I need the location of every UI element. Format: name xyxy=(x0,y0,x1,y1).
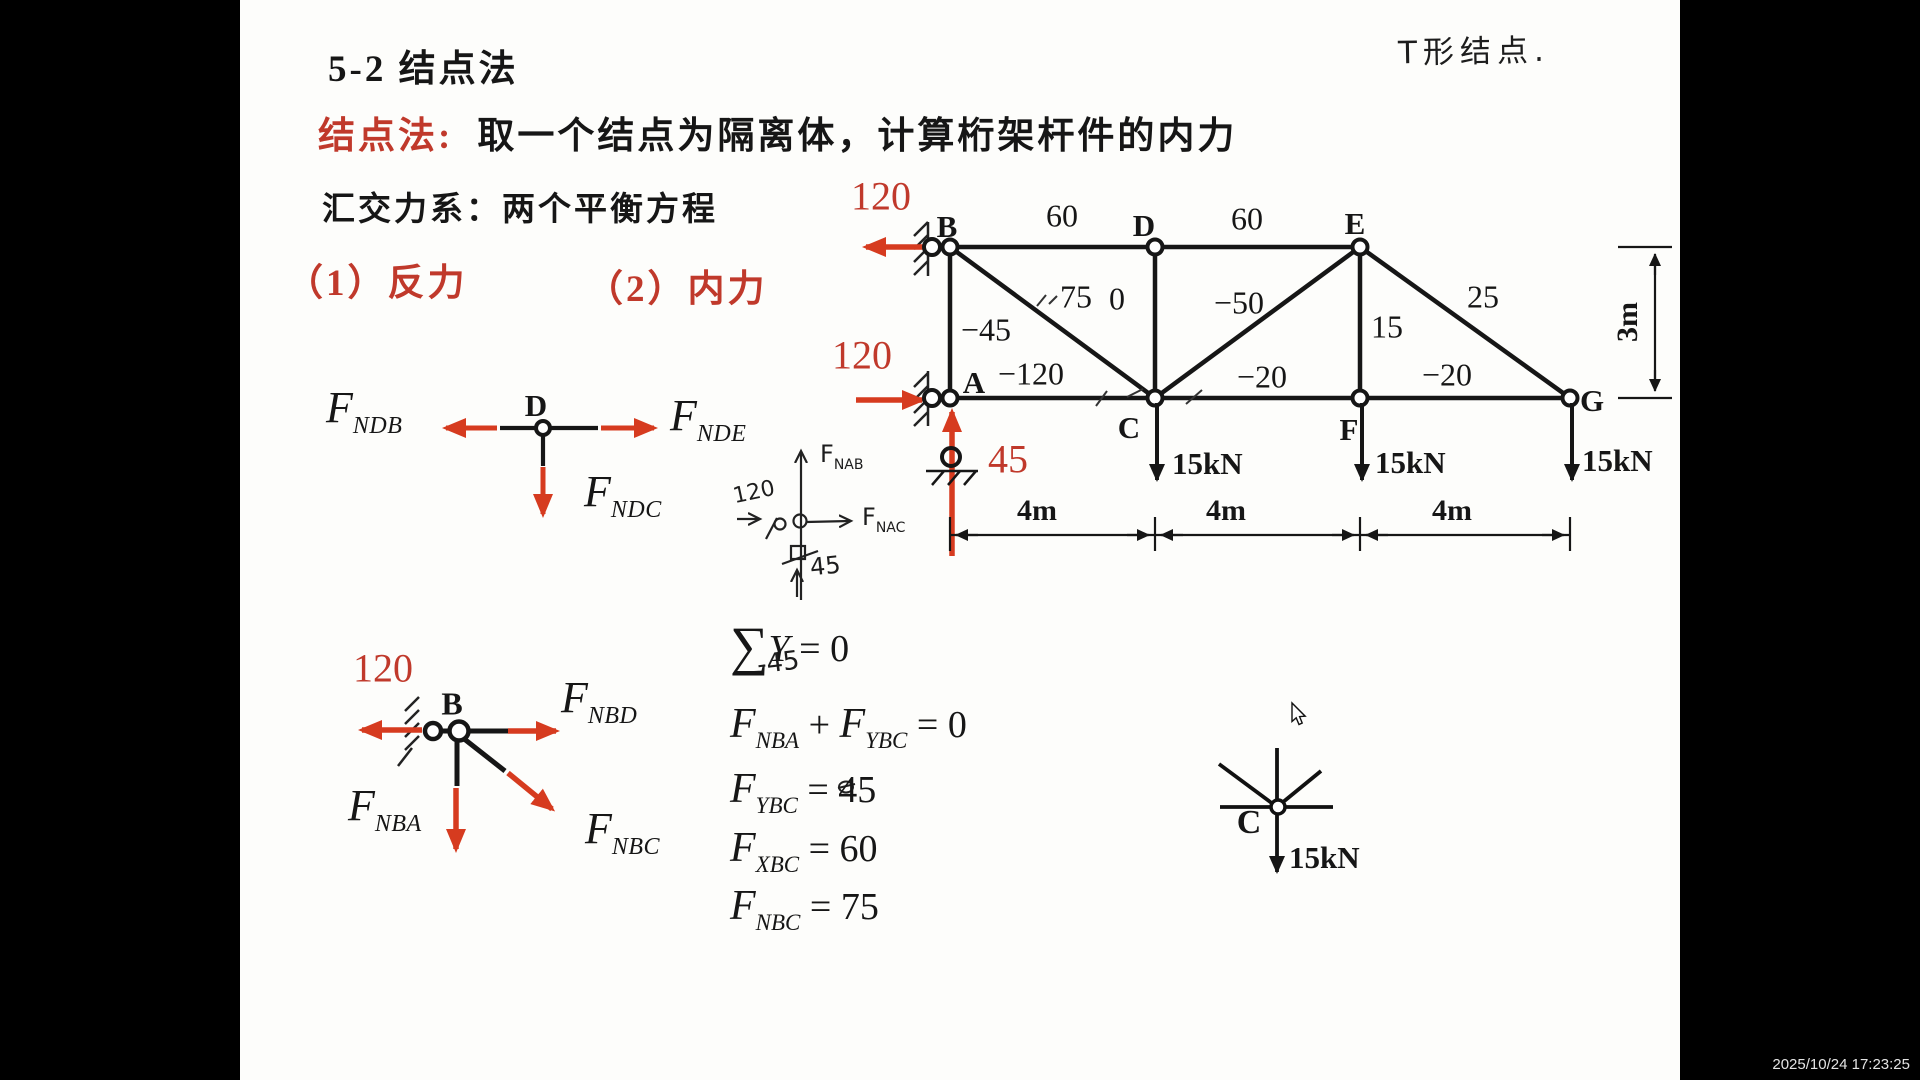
truss-members xyxy=(947,244,1572,401)
dimension-lines xyxy=(948,245,1672,551)
force-label-fndc: FNDC xyxy=(584,467,662,523)
joint-c-node-label: C xyxy=(1236,804,1262,841)
load-c: 15kN xyxy=(1172,446,1243,481)
definition-text: 取一个结点为隔离体，计算桁架杆件的内力 xyxy=(477,116,1238,157)
force-ef: 15 xyxy=(1371,308,1403,345)
node-label-b: B xyxy=(936,209,958,244)
joint-b-node-label: B xyxy=(441,685,463,722)
force-fg: −20 xyxy=(1421,356,1473,393)
equation-fxbc: FXBC = 60 xyxy=(730,825,878,877)
line-equilibrium: 汇交力系：两个平衡方程 xyxy=(322,192,718,228)
joint-b-reaction: 120 xyxy=(353,645,413,691)
equation-fnba-fybc: FNBA + FYBC = 0 xyxy=(730,701,967,753)
video-timestamp: 2025/10/24 17:23:25 xyxy=(1772,1056,1910,1073)
node-label-c: C xyxy=(1117,410,1141,445)
force-eg: 25 xyxy=(1467,278,1499,315)
node-label-d: D xyxy=(1132,208,1156,243)
dim-span-2: 4m xyxy=(1206,494,1246,527)
roller-support xyxy=(926,446,978,486)
force-dc: 0 xyxy=(1109,280,1125,317)
mouse-cursor xyxy=(1291,701,1307,726)
equation-fnbc: FNBC = 75 xyxy=(730,883,879,935)
handwritten-note: T形结点. xyxy=(1397,32,1551,72)
joint-d-node-label: D xyxy=(524,388,548,423)
reaction-b: 120 xyxy=(851,173,911,219)
force-label-fnba: FNBA xyxy=(348,781,422,837)
equation-annotation: -45 xyxy=(755,645,802,681)
joint-c-sketch xyxy=(1217,748,1333,874)
node-label-f: F xyxy=(1339,412,1359,447)
handwritten-ticks xyxy=(1036,294,1203,407)
force-ec: −50 xyxy=(1213,284,1265,321)
dim-height: 3m xyxy=(1611,302,1644,342)
node-label-g: G xyxy=(1579,383,1605,418)
reaction-arrows xyxy=(856,237,962,556)
force-bc: 75 xyxy=(1060,278,1092,315)
force-label-fnbc: FNBC xyxy=(585,804,661,860)
definition-line: 结点法: 取一个结点为隔离体，计算桁架杆件的内力 xyxy=(318,105,1237,159)
joint-b-diagram xyxy=(358,696,560,853)
sketch-a-force-right: FNAC xyxy=(862,503,906,536)
reaction-a: 120 xyxy=(832,332,892,378)
force-cf: −20 xyxy=(1236,358,1288,395)
force-ba: −45 xyxy=(960,311,1012,348)
sketch-a-load-v: 45 xyxy=(808,550,842,582)
equation-sum-y: ∑Y = 0 xyxy=(730,616,850,676)
correction-scribble xyxy=(837,780,856,794)
force-de: 60 xyxy=(1231,200,1263,237)
force-ac: −120 xyxy=(997,355,1065,392)
load-g: 15kN xyxy=(1582,443,1653,478)
force-label-fnde: FNDE xyxy=(670,391,747,447)
item-internal-forces: （2）内力 xyxy=(586,269,768,310)
definition-label: 结点法: xyxy=(318,116,454,157)
node-label-a: A xyxy=(962,365,986,400)
force-bd: 60 xyxy=(1046,197,1078,234)
item-reactions: （1）反力 xyxy=(286,263,468,304)
equation-fybc: FYBC = 45 xyxy=(730,766,877,818)
node-label-e: E xyxy=(1344,206,1366,241)
page-title: 5-2 结点法 xyxy=(328,49,519,90)
force-label-fndb: FNDB xyxy=(326,383,403,439)
joint-d-diagram xyxy=(442,418,658,518)
load-arrows xyxy=(1149,403,1580,482)
dim-span-1: 4m xyxy=(1017,494,1057,527)
joint-c-load: 15kN xyxy=(1289,840,1360,875)
sketch-a-force-up: FNAB xyxy=(820,440,864,473)
dim-span-3: 4m xyxy=(1432,494,1472,527)
joint-a-sketch xyxy=(737,452,850,600)
force-label-fnbd: FNBD xyxy=(561,673,638,729)
load-f: 15kN xyxy=(1375,445,1446,480)
reaction-vertical: 45 xyxy=(988,436,1028,482)
